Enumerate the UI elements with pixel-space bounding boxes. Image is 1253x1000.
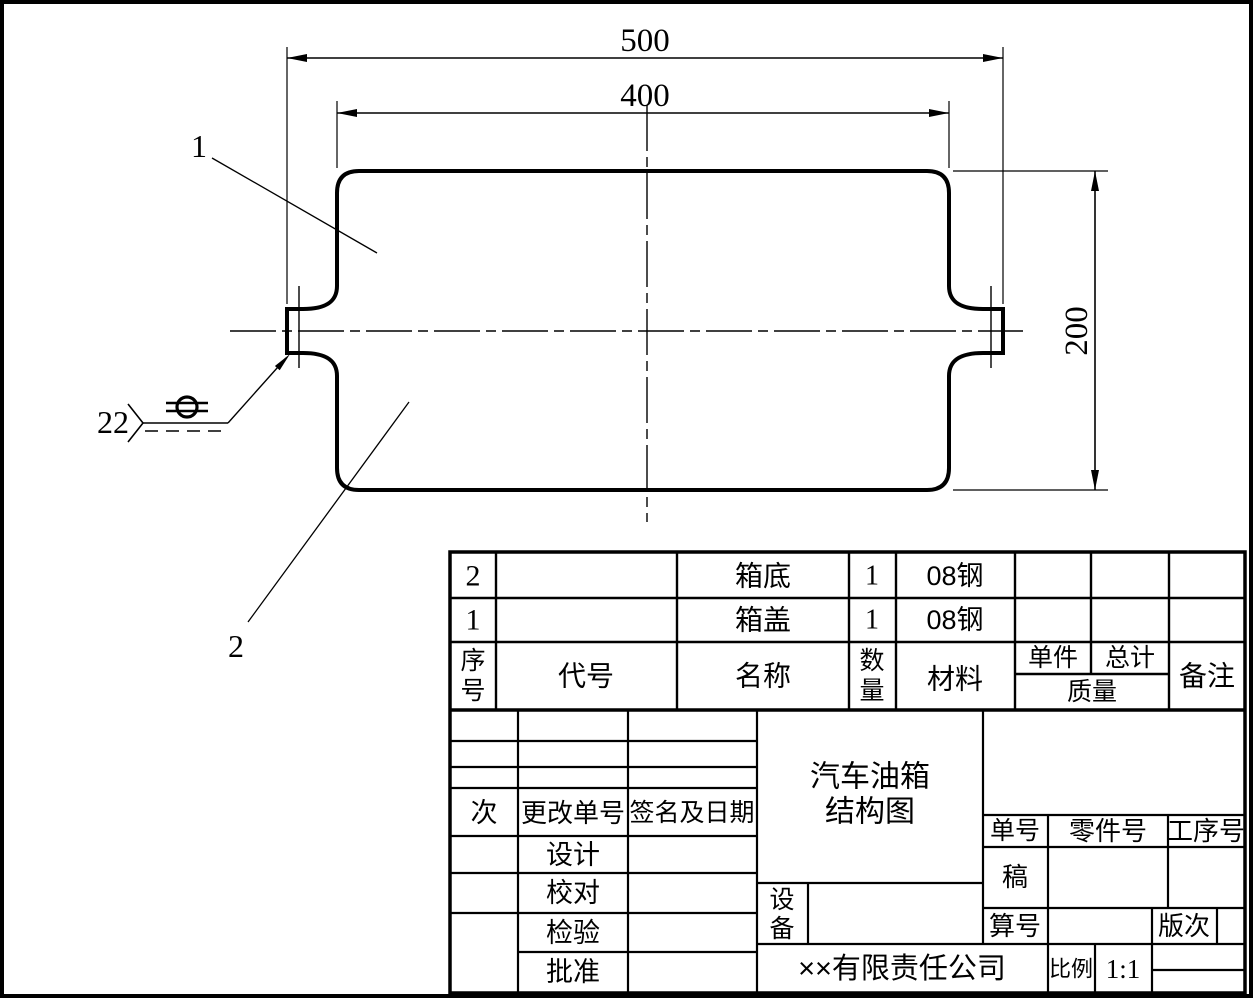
dim-200-text: 200 <box>1059 306 1095 356</box>
part-callouts: 1 2 <box>191 128 410 664</box>
parts-row-name: 箱盖 <box>735 605 791 636</box>
equipment-label-char2: 备 <box>769 915 794 943</box>
parts-row-material: 08钢 <box>926 605 983 635</box>
tank-bottom-outline <box>285 331 1005 492</box>
header-mass: 质量 <box>1067 678 1117 706</box>
header-code: 代号 <box>558 661 614 692</box>
revision-round-label: 次 <box>471 798 498 828</box>
header-total-mass: 总计 <box>1105 644 1155 672</box>
calc-no-label: 算号 <box>989 911 1041 941</box>
arrow-top <box>1091 171 1099 191</box>
revision-sign-date-label: 签名及日期 <box>629 799 754 827</box>
part1-balloon: 1 <box>191 128 207 164</box>
scale-value: 1:1 <box>1106 954 1141 984</box>
arrow-right <box>983 54 1003 62</box>
tank-cover-outline <box>285 169 1005 331</box>
parts-row-seq: 2 <box>466 560 481 593</box>
weld-size-text: 22 <box>97 404 129 440</box>
part-no-label: 零件号 <box>1069 816 1147 846</box>
header-remark: 备注 <box>1179 661 1235 692</box>
header-qty-char2: 量 <box>859 677 884 705</box>
drawing-title-line2: 结构图 <box>825 796 915 829</box>
part2-leader-line <box>247 401 410 623</box>
dimension-200: 200 <box>953 170 1108 491</box>
arrow-right <box>929 109 949 117</box>
dimension-400: 400 <box>336 78 950 168</box>
header-seq-char2: 号 <box>460 677 485 705</box>
process-no-label: 工序号 <box>1167 816 1245 846</box>
title-block-grid <box>448 550 1247 995</box>
weld-tail-icon <box>127 403 144 443</box>
approval-check-label: 校对 <box>546 878 600 908</box>
dim-500-text: 500 <box>620 23 670 59</box>
parts-row-name: 箱底 <box>735 561 791 592</box>
revision-change-no-label: 更改单号 <box>521 798 625 828</box>
approval-approve-label: 批准 <box>546 957 600 987</box>
parts-row-qty: 1 <box>865 561 879 592</box>
equipment-label-char1: 设 <box>769 886 794 914</box>
header-material: 材料 <box>927 664 983 695</box>
header-qty-char1: 数 <box>859 647 884 675</box>
parts-row-material: 08钢 <box>926 561 983 591</box>
drawing-title-line1: 汽车油箱 <box>810 761 930 794</box>
arrow-left <box>287 54 307 62</box>
parts-row-seq: 1 <box>466 604 481 637</box>
header-name: 名称 <box>735 661 791 692</box>
weld-leader-arrow <box>274 354 290 371</box>
doc-no-label: 单号 <box>990 817 1040 845</box>
title-block-text: 次 更改单号 签名及日期 设计 校对 检验 批准 汽车油箱 结构图 设 备 单号… <box>471 761 1246 988</box>
dimension-500: 500 <box>286 23 1004 304</box>
scale-label: 比例 <box>1049 957 1093 982</box>
header-unit-mass: 单件 <box>1028 644 1078 672</box>
approval-inspect-label: 检验 <box>546 918 600 948</box>
header-seq-char1: 序 <box>460 647 485 675</box>
table-border <box>448 550 1247 995</box>
part1-leader-line <box>211 157 378 254</box>
arrow-left <box>337 109 357 117</box>
draft-label: 稿 <box>1002 862 1028 892</box>
company-name: ××有限责任公司 <box>798 952 1006 985</box>
part2-balloon: 2 <box>228 628 244 664</box>
tank-cross-section <box>230 105 1023 522</box>
weld-leader-line <box>227 357 287 424</box>
weld-symbol: 22 <box>97 354 290 443</box>
dim-400-text: 400 <box>620 78 670 114</box>
parts-row-qty: 1 <box>865 605 879 636</box>
approval-design-label: 设计 <box>546 840 600 870</box>
parts-list-text: 2 箱底 1 08钢 1 箱盖 1 08钢 序 号 代号 名称 数 量 材料 单… <box>460 560 1235 707</box>
edition-label: 版次 <box>1158 911 1210 941</box>
seam-weld-icon <box>175 395 199 419</box>
arrow-bottom <box>1091 470 1099 490</box>
